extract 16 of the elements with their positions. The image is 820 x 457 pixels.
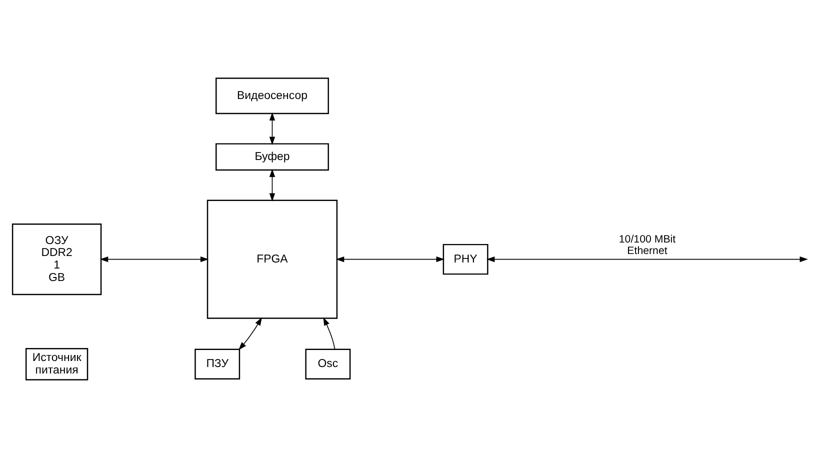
node-box: FPGA [206,199,338,318]
edge-label: 10/100 MBit Ethernet [618,232,676,256]
arrow [486,256,808,262]
arrow [100,256,209,262]
arrow [269,168,276,201]
node-box: Видеосенсор [216,77,329,114]
node-box: Источник питания [25,347,88,380]
arrow [238,316,262,350]
arrow [323,316,336,350]
node-box: PHY [442,243,488,274]
node-box: Буфер [216,142,329,170]
arrow [269,112,276,144]
arrow [336,256,444,262]
node-box: ОЗУ DDR2 1 GB [12,222,102,295]
node-box: Osc [305,348,351,380]
node-box: ПЗУ [194,348,240,380]
